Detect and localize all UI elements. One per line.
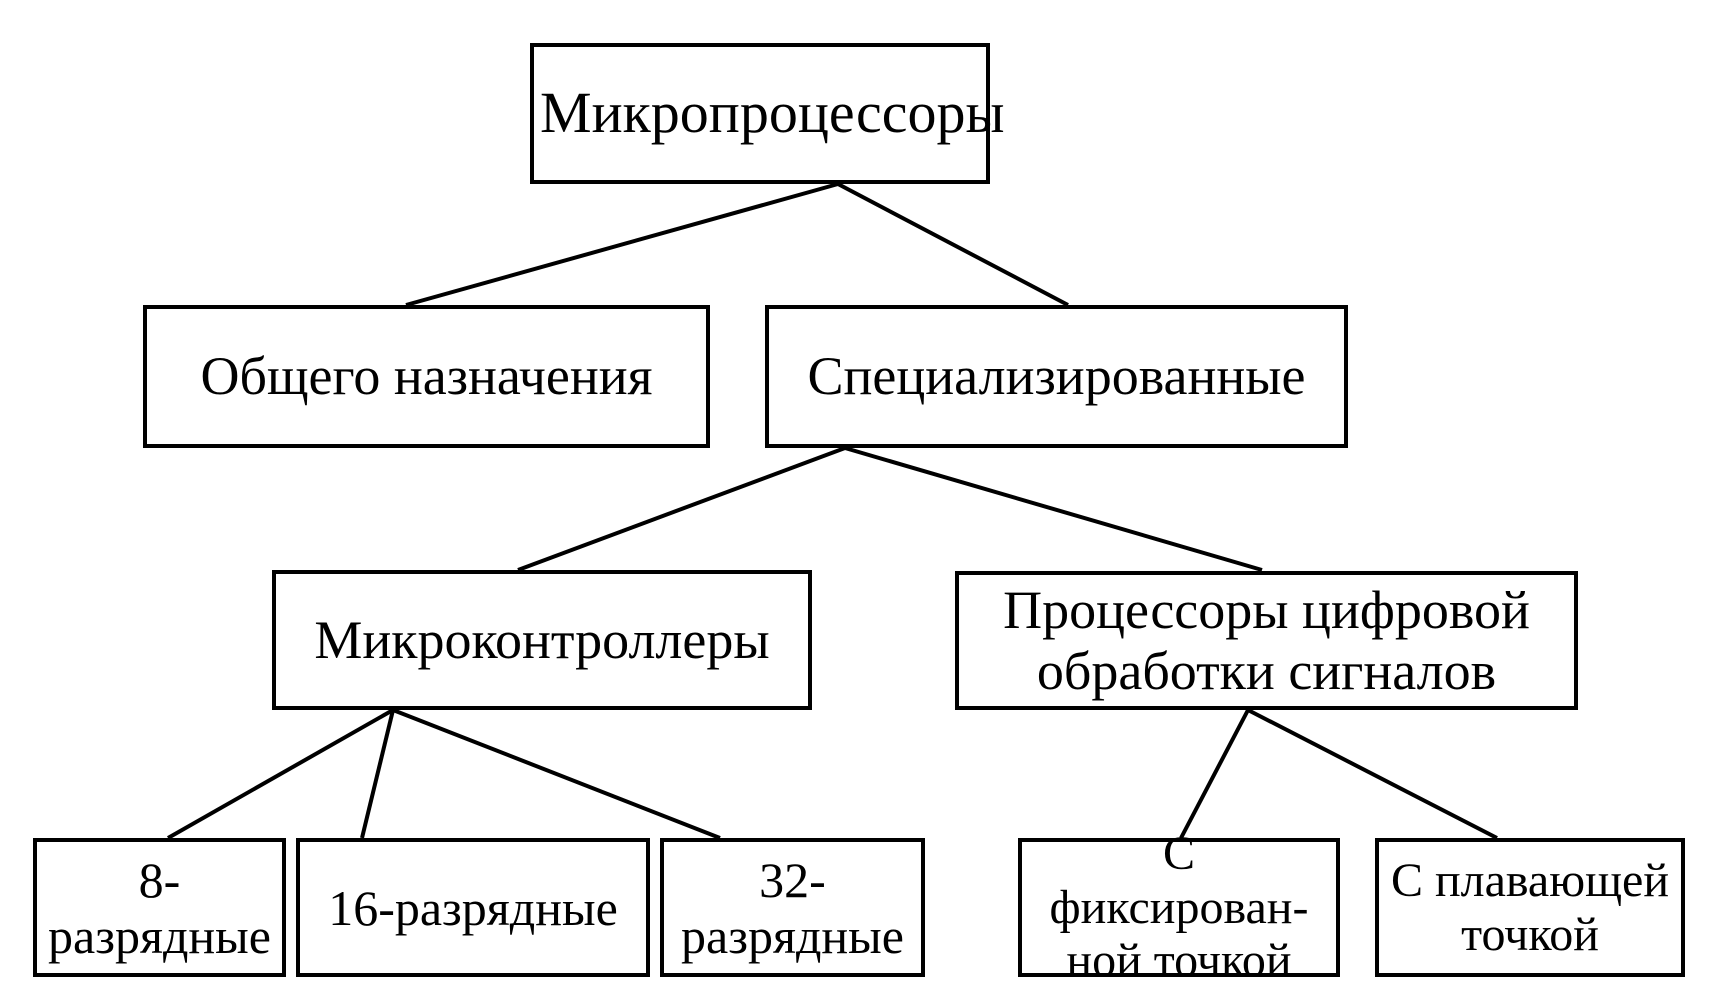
node-mcu-16bit-label: 16-разрядные <box>328 879 618 936</box>
node-fixed-point[interactable]: С фиксирован- ной точкой <box>1018 827 1340 987</box>
node-microprocessors-label: Микропроцессоры <box>540 80 1005 146</box>
node-mcu-32bit-label: 32-разрядные <box>681 851 904 964</box>
edge-specialized-to-microcontrollers <box>517 446 846 572</box>
edge-microcontrollers-to-8bit <box>167 708 394 840</box>
node-specialized[interactable]: Специализированные <box>765 305 1348 448</box>
node-floating-point[interactable]: С плавающей точкой <box>1375 838 1685 977</box>
node-floating-point-label: С плавающей точкой <box>1390 853 1670 961</box>
node-fixed-point-label: С фиксирован- ной точкой <box>1049 826 1309 988</box>
node-general-purpose[interactable]: Общего назначения <box>143 305 710 448</box>
edge-dsp-to-floating-point <box>1247 708 1498 840</box>
node-mcu-8bit-label: 8-разрядные <box>48 851 271 964</box>
node-specialized-label: Специализированные <box>807 346 1306 407</box>
edge-microcontrollers-to-32bit <box>392 708 721 840</box>
node-microcontrollers[interactable]: Микроконтроллеры <box>272 570 812 710</box>
node-mcu-32bit[interactable]: 32-разрядные <box>660 838 925 977</box>
node-general-purpose-label: Общего назначения <box>200 346 653 407</box>
edge-root-to-specialized <box>837 182 1069 307</box>
edge-dsp-to-fixed-point <box>1179 709 1250 839</box>
edge-microcontrollers-to-16bit <box>360 709 395 839</box>
node-mcu-8bit[interactable]: 8-разрядные <box>33 838 286 977</box>
node-microprocessors[interactable]: Микропроцессоры <box>530 43 1005 184</box>
node-dsp[interactable]: Процессоры цифровой обработки сигналов <box>955 571 1578 710</box>
node-dsp-label: Процессоры цифровой обработки сигналов <box>1003 580 1530 701</box>
node-microcontrollers-label: Микроконтроллеры <box>314 609 770 670</box>
edge-specialized-to-dsp <box>844 446 1263 572</box>
node-mcu-16bit[interactable]: 16-разрядные <box>296 838 650 977</box>
edge-root-to-general-purpose <box>405 182 839 307</box>
